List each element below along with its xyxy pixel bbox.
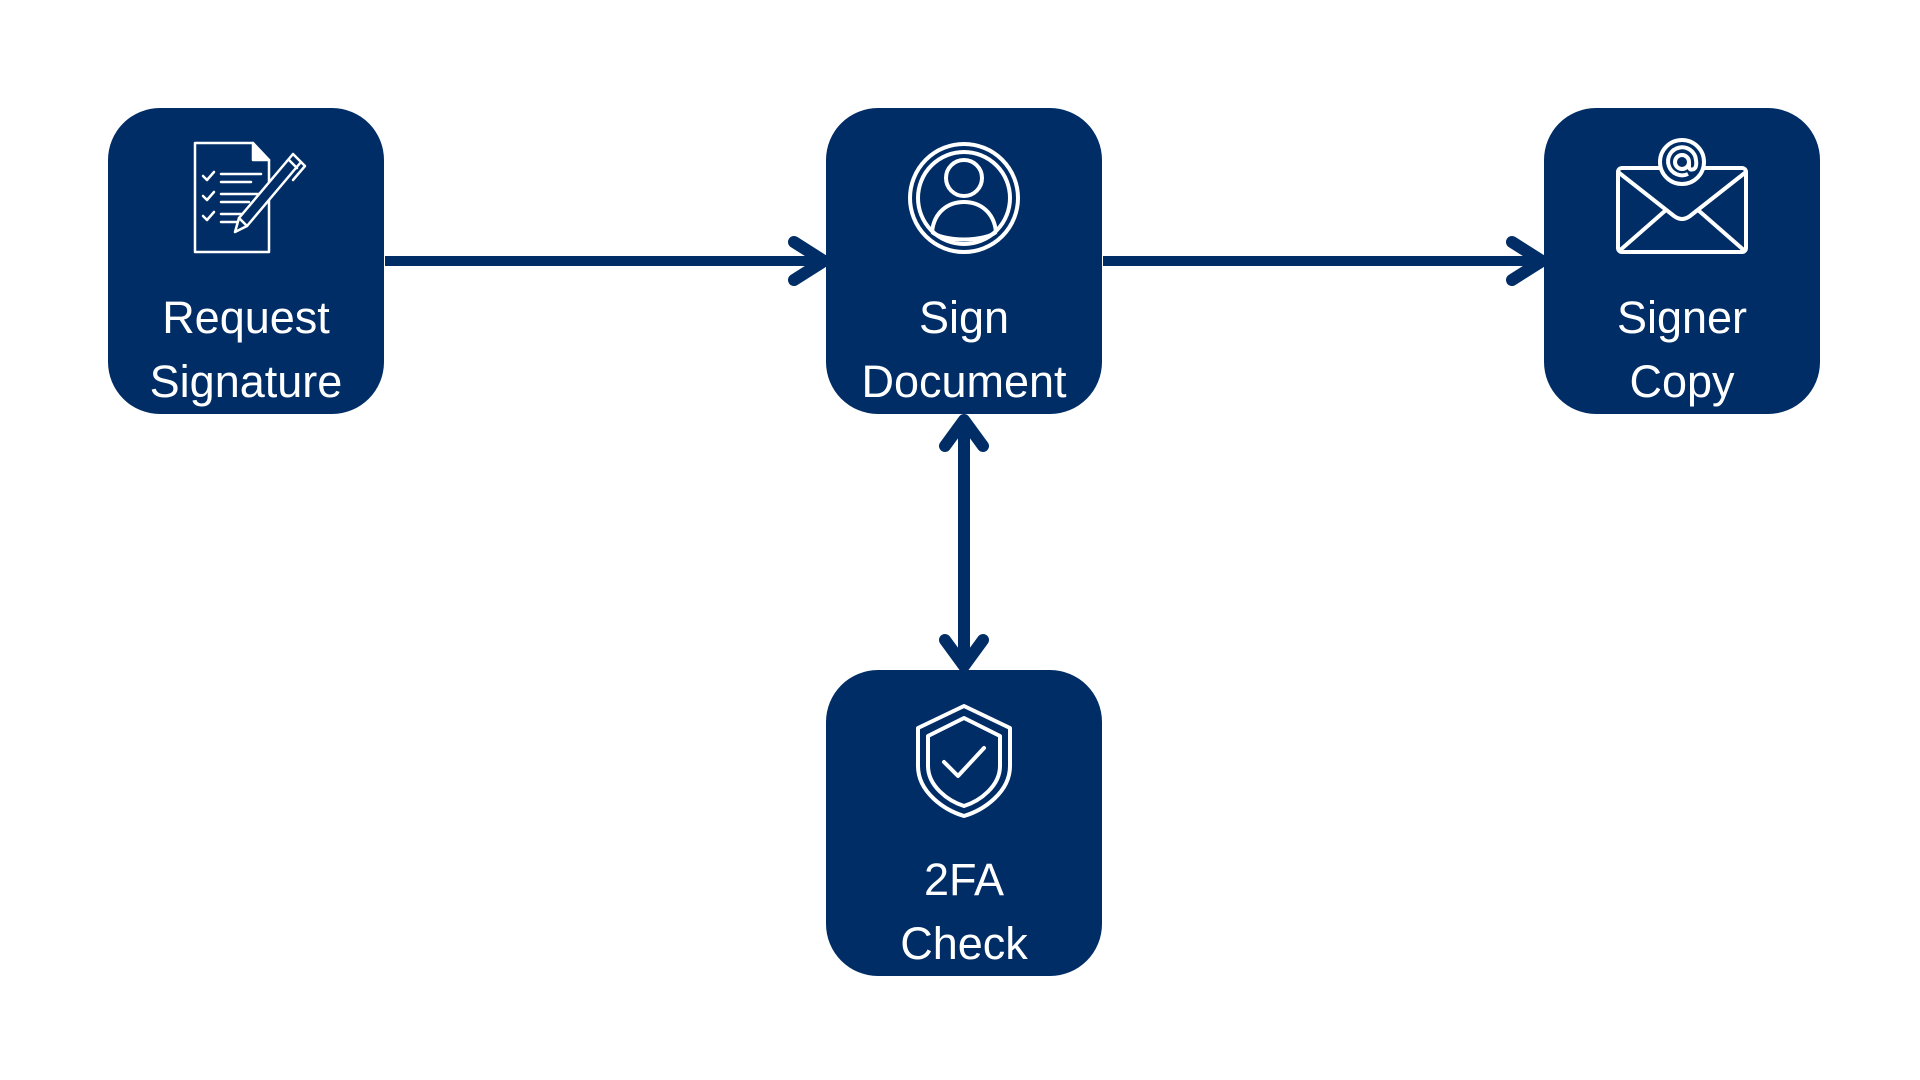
node-label: Request Signature [150, 286, 343, 414]
node-label: 2FA Check [900, 848, 1028, 976]
user-circle-icon [894, 138, 1034, 258]
arrow-sign-to-copy [1103, 236, 1548, 286]
arrow-request-to-sign [385, 236, 830, 286]
label-line-1: Signer [1616, 292, 1748, 343]
label-line-2: Document [861, 356, 1067, 407]
label-line-1: Sign [918, 292, 1010, 343]
label-line-2: Copy [1629, 356, 1735, 407]
node-sign-document: Sign Document [826, 108, 1102, 414]
label-line-2: Signature [149, 356, 343, 407]
label-line-1: Request [162, 292, 330, 343]
envelope-at-icon [1612, 138, 1752, 258]
document-checklist-pen-icon [176, 138, 316, 258]
node-label: Signer Copy [1617, 286, 1747, 414]
node-signer-copy: Signer Copy [1544, 108, 1820, 414]
label-line-1: 2FA [923, 854, 1005, 905]
node-request-signature: Request Signature [108, 108, 384, 414]
shield-check-icon [894, 700, 1034, 820]
label-line-2: Check [900, 918, 1028, 969]
node-2fa-check: 2FA Check [826, 670, 1102, 976]
arrow-sign-twofa-bidirectional [939, 414, 989, 672]
node-label: Sign Document [861, 286, 1066, 414]
